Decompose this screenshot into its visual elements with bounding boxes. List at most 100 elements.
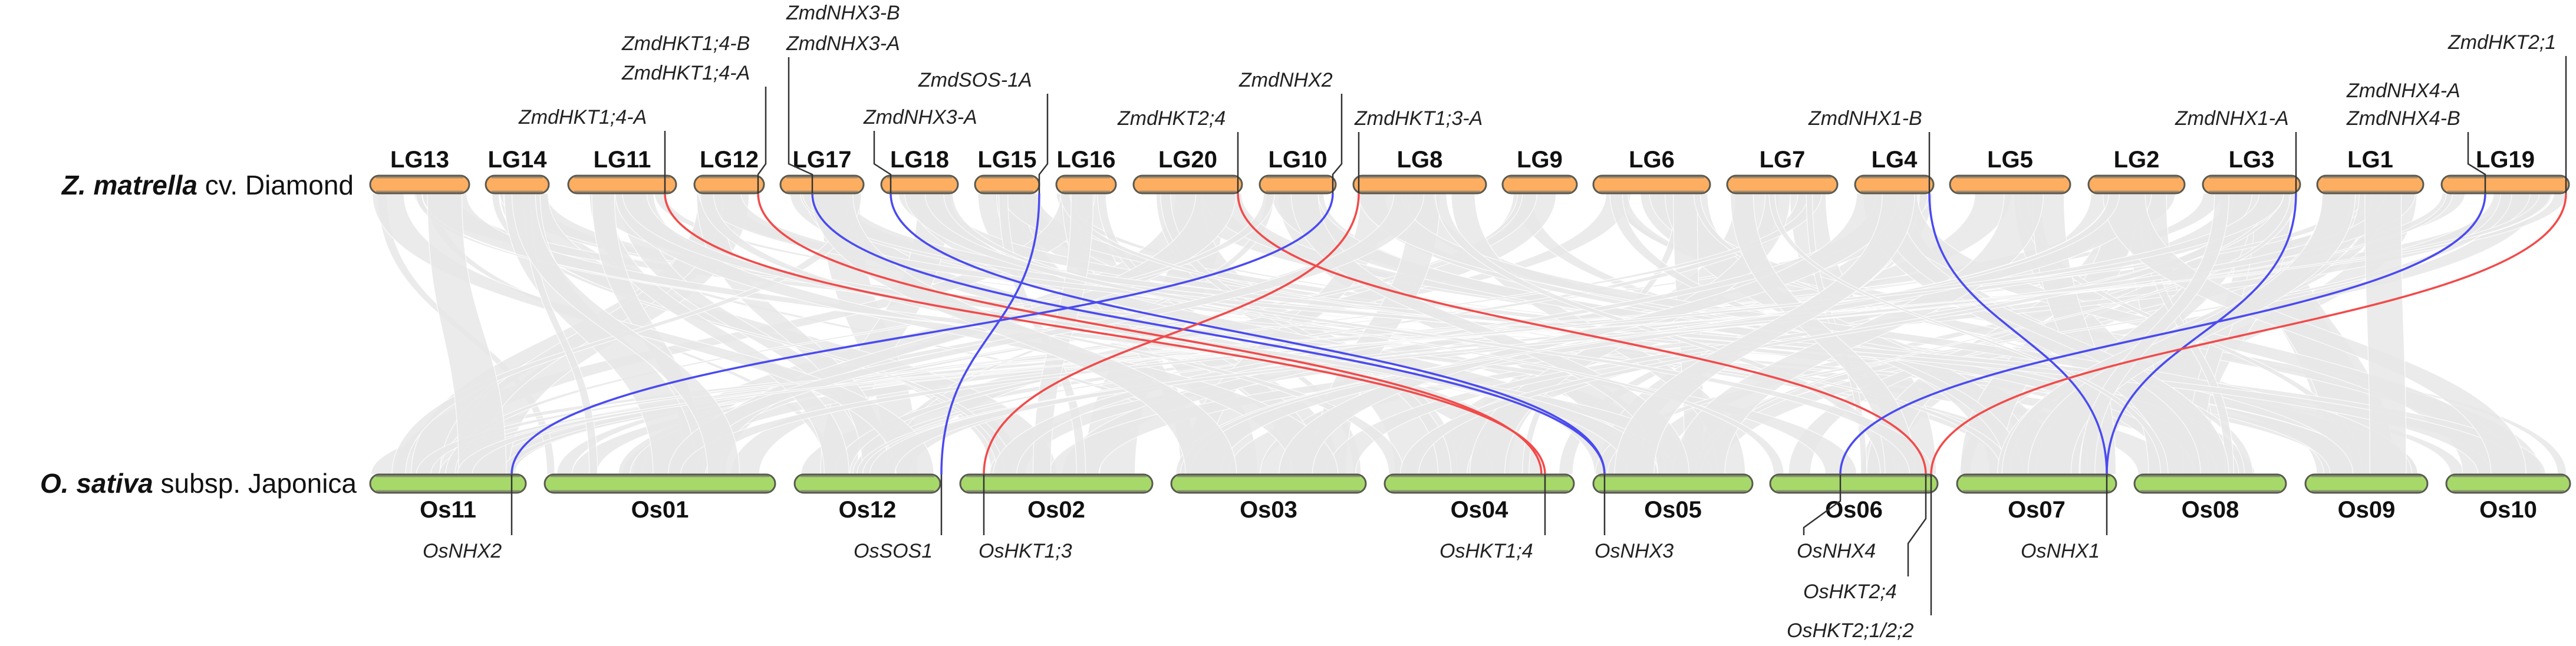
top-chromosome-lg12[interactable]: [693, 174, 765, 195]
top-chromosome-lg20[interactable]: [1132, 174, 1243, 195]
top-chromosome-lg6[interactable]: [1592, 174, 1711, 195]
chromosome-shade: [1861, 176, 1928, 179]
chromosome-shade: [376, 190, 463, 193]
top-chromosome-lg17[interactable]: [779, 174, 865, 195]
collinear-gene-links: [510, 193, 2567, 475]
chromosome-shade: [1599, 490, 1747, 492]
gene-label-oshkt1-3: OsHKT1;3: [979, 540, 1072, 562]
chromosome-label-os04: Os04: [1451, 497, 1509, 523]
bottom-chromosome-os11[interactable]: [369, 473, 527, 494]
top-chromosome-lg16[interactable]: [1055, 174, 1117, 195]
chromosome-shade: [376, 490, 520, 492]
chromosome-shade: [1266, 190, 1330, 193]
chromosome-label-os09: Os09: [2338, 497, 2396, 523]
chromosome-shade: [2323, 176, 2417, 179]
gene-label-zmdnhx1-b: ZmdNHX1-B: [1808, 107, 1922, 130]
chromosome-shade: [1963, 490, 2110, 492]
gene-leader-lines: [510, 56, 2567, 615]
chromosome-shade: [1776, 475, 1932, 477]
chromosome-shade: [801, 490, 934, 492]
gene-label-osnhx4: OsNHX4: [1797, 540, 1876, 562]
gene-label-oshkt2-1-2-2: OsHKT2;1/2;2: [1787, 619, 1914, 642]
chromosome-shade: [966, 490, 1147, 492]
top-species-label: Z. matrella cv. Diamond: [61, 170, 354, 200]
bottom-chromosome-os03[interactable]: [1170, 473, 1367, 494]
top-chromosome-lg1[interactable]: [2316, 174, 2425, 195]
chromosome-label-os08: Os08: [2182, 497, 2239, 523]
chromosome-shade: [492, 190, 543, 193]
chromosome-shade: [2447, 176, 2563, 179]
gene-label-osnhx3: OsNHX3: [1595, 540, 1674, 562]
link-zmdnhx3-a-to-osnhx3: [890, 193, 1606, 475]
top-chromosome-lg18[interactable]: [880, 174, 959, 195]
chromosome-label-lg7: LG7: [1760, 147, 1806, 173]
top-chromosome-lg3[interactable]: [2202, 174, 2301, 195]
chromosome-shade: [1508, 190, 1571, 193]
chromosome-label-lg16: LG16: [1056, 147, 1115, 173]
top-chromosome-lg10[interactable]: [1259, 174, 1337, 195]
leader-line: [788, 57, 813, 193]
bottom-chromosome-os12[interactable]: [793, 473, 941, 494]
leader-line: [2467, 132, 2486, 193]
top-chromosome-lg8[interactable]: [1352, 174, 1487, 195]
top-chromosome-lg19[interactable]: [2440, 174, 2570, 195]
bottom-chromosome-os06[interactable]: [1769, 473, 1939, 494]
chromosome-shade: [2209, 190, 2294, 193]
gene-label-oshkt2-4: OsHKT2;4: [1803, 581, 1897, 603]
chromosome-label-lg4: LG4: [1872, 147, 1918, 173]
top-chromosome-lg7[interactable]: [1726, 174, 1839, 195]
top-chromosome-lg4[interactable]: [1854, 174, 1935, 195]
leader-line: [1907, 474, 1927, 576]
chromosome-shade: [551, 475, 769, 477]
top-chromosome-lg11[interactable]: [567, 174, 677, 195]
gene-label-zmdsos-1a: ZmdSOS-1A: [918, 69, 1032, 91]
bottom-chromosome-os05[interactable]: [1592, 473, 1754, 494]
gene-label-zmdnhx3-a: ZmdNHX3-A: [863, 106, 977, 128]
link-zmdnhx3-b-to-osnhx3: [811, 193, 1606, 475]
top-chromosome-lg9[interactable]: [1501, 174, 1578, 195]
chromosome-shade: [700, 190, 758, 193]
chromosome-label-lg1: LG1: [2347, 147, 2393, 173]
gene-label-zmdnhx2: ZmdNHX2: [1238, 69, 1333, 91]
link-zmdnhx2-to-osnhx2: [510, 193, 1334, 475]
chromosome-shade: [1861, 190, 1928, 193]
chromosome-shade: [1776, 490, 1932, 492]
chromosome-shade: [1062, 176, 1110, 179]
gene-label-osnhx2: OsNHX2: [423, 540, 502, 562]
top-chromosome-lg2[interactable]: [2087, 174, 2186, 195]
chromosome-shade: [2140, 475, 2280, 477]
chromosome-shade: [1391, 490, 1568, 492]
chromosome-label-lg18: LG18: [890, 147, 949, 173]
bottom-chromosome-os01[interactable]: [543, 473, 776, 494]
gene-label-ossos1: OsSOS1: [854, 540, 933, 562]
chromosome-label-lg9: LG9: [1517, 147, 1563, 173]
chromosome-label-os05: Os05: [1644, 497, 1702, 523]
bottom-chromosome-os07[interactable]: [1956, 473, 2117, 494]
top-chromosome-lg14[interactable]: [485, 174, 550, 195]
gene-label-zmdnhx3-a: ZmdNHX3-A: [786, 32, 900, 55]
gene-label-zmdhkt2-4: ZmdHKT2;4: [1117, 107, 1226, 130]
gene-label-oshkt1-4: OsHKT1;4: [1439, 540, 1533, 562]
bottom-chromosome-os04[interactable]: [1383, 473, 1575, 494]
chromosome-label-lg11: LG11: [594, 147, 651, 173]
link-zmdnhx1-a-to-osnhx1: [2106, 193, 2297, 475]
leader-line: [1038, 94, 1049, 193]
chromosome-label-os03: Os03: [1240, 497, 1297, 523]
chromosome-label-os10: Os10: [2479, 497, 2537, 523]
synteny-ribbon: [2364, 193, 2407, 475]
bottom-chromosome-os02[interactable]: [959, 473, 1154, 494]
top-chromosome-lg13[interactable]: [369, 174, 470, 195]
chromosome-shade: [1139, 176, 1236, 179]
bottom-chromosome-os08[interactable]: [2133, 473, 2287, 494]
chromosome-shade: [1956, 190, 2064, 193]
gene-label-zmdnhx4-a: ZmdNHX4-A: [2346, 80, 2460, 102]
chromosome-label-os01: Os01: [631, 497, 689, 523]
chromosome-shade: [1266, 176, 1330, 179]
chromosome-label-lg20: LG20: [1158, 147, 1217, 173]
link-zmdsos-1a-to-ossos1: [940, 193, 1040, 475]
bottom-chromosome-os09[interactable]: [2304, 473, 2429, 494]
link-zmdhkt1-4-b-to-oshkt1-4: [757, 193, 1543, 475]
top-chromosome-lg5[interactable]: [1949, 174, 2071, 195]
bottom-chromosome-os10[interactable]: [2445, 473, 2571, 494]
